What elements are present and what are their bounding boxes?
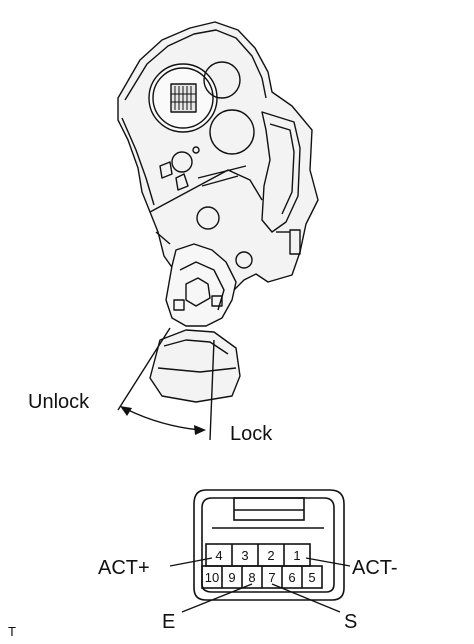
unlock-label: Unlock — [28, 391, 90, 413]
connector-pins-bottom-row: 10 9 8 7 6 5 — [205, 570, 316, 585]
unlock-arrowhead — [120, 406, 132, 416]
pin-5: 5 — [308, 570, 315, 585]
corner-mark: T — [8, 624, 16, 639]
pin-6: 6 — [288, 570, 295, 585]
act-plus-label: ACT+ — [98, 557, 150, 579]
connector-face — [193, 489, 345, 601]
s-terminal-label: S — [344, 611, 357, 633]
lock-arrowhead — [194, 425, 206, 435]
pin-1: 1 — [293, 548, 300, 563]
pin-4: 4 — [215, 548, 222, 563]
pin-7: 7 — [268, 570, 275, 585]
act-minus-label: ACT- — [352, 557, 398, 579]
e-terminal-label: E — [162, 611, 175, 633]
connector-pins-top-row: 4 3 2 1 — [215, 548, 300, 563]
terminal-leader-lines — [169, 557, 351, 613]
pin-10: 10 — [205, 570, 219, 585]
pin-3: 3 — [241, 548, 248, 563]
lock-actuator-drawing — [117, 21, 319, 403]
lock-label: Lock — [230, 423, 273, 445]
pin-8: 8 — [248, 570, 255, 585]
pin-9: 9 — [228, 570, 235, 585]
pin-2: 2 — [267, 548, 274, 563]
lock-swing-indicator — [117, 327, 215, 441]
